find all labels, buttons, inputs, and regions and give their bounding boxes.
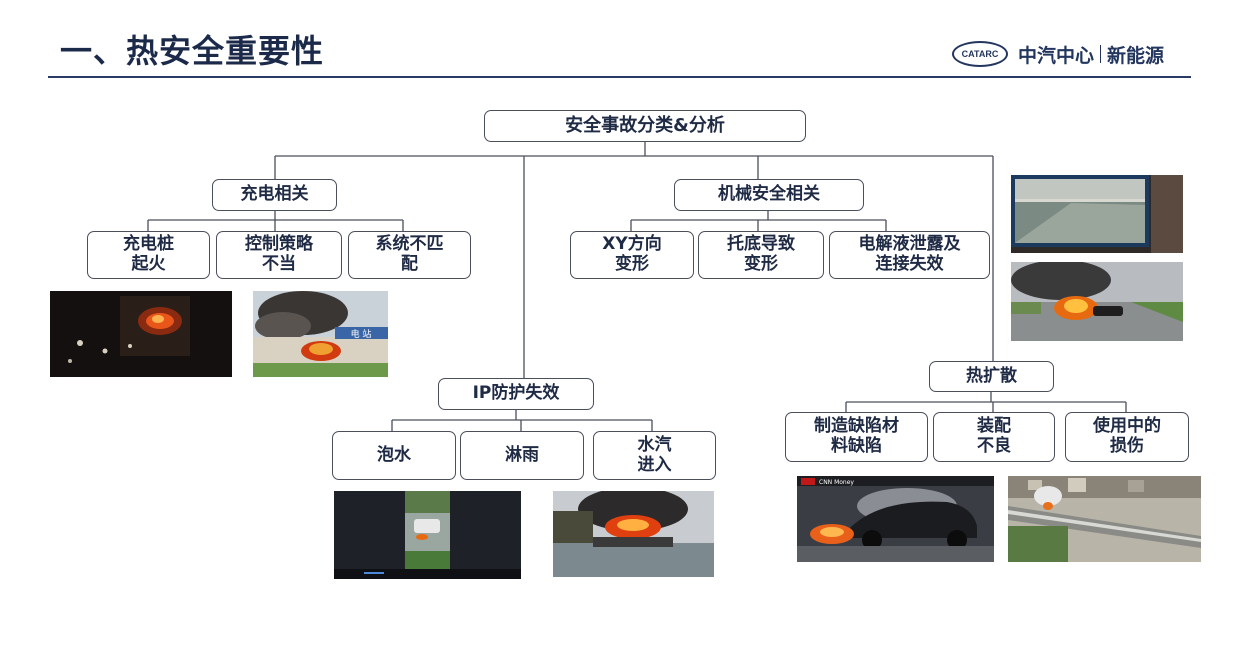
- photo-flooded-car-fire: [553, 491, 714, 577]
- photo-charging-pile-fire: [50, 291, 232, 377]
- node-electrolyte-leak: 电解液泄露及 连接失效: [829, 231, 990, 279]
- photo-charging-station-fire: 电 站: [253, 291, 388, 377]
- category-mechanical: 机械安全相关: [674, 179, 864, 211]
- photo-road-video: [1011, 175, 1183, 253]
- node-rain: 淋雨: [460, 431, 584, 480]
- node-in-use-damage: 使用中的 损伤: [1065, 412, 1189, 462]
- node-system-mismatch: 系统不匹 配: [348, 231, 471, 279]
- node-assembly-defect: 装配 不良: [933, 412, 1055, 462]
- photo-overpass-fire: [1008, 476, 1201, 562]
- catarc-logo: CATARC 中汽中心 新能源: [952, 38, 1164, 70]
- charging-station-sign: 电 站: [351, 328, 372, 340]
- logo-text-primary: 中汽中心: [1018, 44, 1095, 67]
- logo-text-secondary: 新能源: [1107, 44, 1165, 67]
- photo-flooding-video: [334, 491, 521, 579]
- photo-highway-car-fire: [1011, 262, 1183, 341]
- video-badge: CNN Money: [819, 479, 854, 486]
- title-divider: [48, 76, 1191, 78]
- logo-emblem: CATARC: [952, 41, 1008, 67]
- node-xy-deformation: XY方向 变形: [570, 231, 694, 279]
- node-control-strategy: 控制策略 不当: [216, 231, 342, 279]
- node-underbody-deformation: 托底导致 变形: [698, 231, 824, 279]
- node-moisture-ingress: 水汽 进入: [593, 431, 716, 480]
- photo-tesla-fire-video: CNN Money: [797, 476, 994, 562]
- category-thermal-propagation: 热扩散: [929, 361, 1054, 392]
- logo-separator: [1100, 45, 1102, 63]
- category-ip-protection: IP防护失效: [438, 378, 594, 410]
- category-charging: 充电相关: [212, 179, 337, 211]
- node-flooding: 泡水: [332, 431, 456, 480]
- root-node: 安全事故分类&分析: [484, 110, 806, 142]
- node-charging-pile-fire: 充电桩 起火: [87, 231, 210, 279]
- page-title: 一、热安全重要性: [60, 32, 325, 70]
- node-manufacturing-defect: 制造缺陷材 料缺陷: [785, 412, 928, 462]
